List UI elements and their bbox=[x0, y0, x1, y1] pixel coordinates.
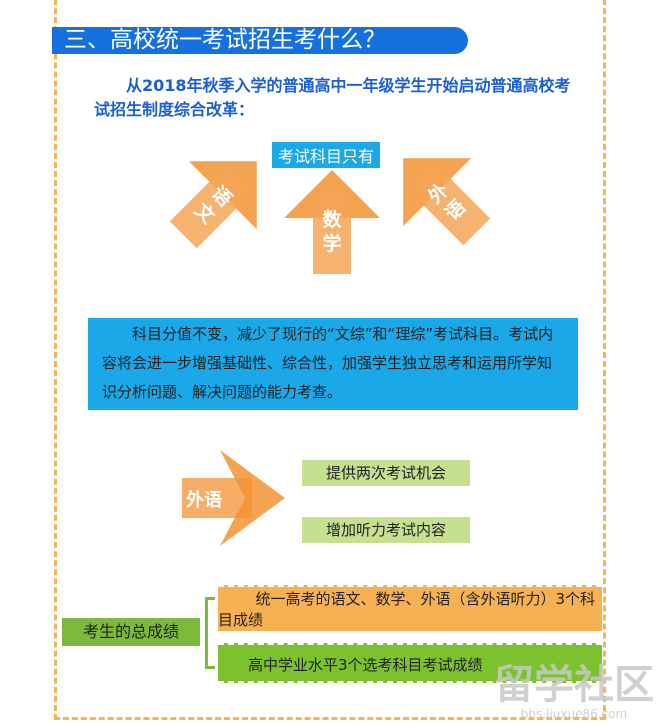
description-box: 科目分值不变，减少了现行的“文综”和“理综”考试科目。考试内容将会进一步增强基础… bbox=[88, 318, 578, 410]
watermark: 留学社区 bbs.liuxue86.com bbox=[494, 663, 654, 721]
arrow-chinese: 语文 bbox=[149, 127, 291, 269]
foreign-point: 提供两次考试机会 bbox=[302, 460, 470, 486]
foreign-point: 增加听力考试内容 bbox=[302, 517, 470, 543]
arrow-foreign: 外语 bbox=[369, 124, 511, 266]
foreign-arrow bbox=[182, 450, 285, 546]
total-part-exam-text: 统一高考的语文、数学、外语（含外语听力）3个科目成绩 bbox=[218, 590, 596, 629]
total-part-exam: 统一高考的语文、数学、外语（含外语听力）3个科目成绩 bbox=[218, 585, 602, 631]
subjects-label: 考试科目只有 bbox=[272, 142, 381, 168]
dashed-frame bbox=[54, 0, 606, 720]
watermark-url: bbs.liuxue86.com bbox=[520, 707, 628, 721]
arrow-math-label: 数学 bbox=[322, 208, 342, 255]
section-title: 三、高校统一考试招生考什么？ bbox=[52, 27, 468, 54]
total-part-elective: 高中学业水平3个选考科目考试成绩 bbox=[218, 643, 602, 683]
intro-text: 从2018年秋季入学的普通高中一年级学生开始启动普通高校考试招生制度综合改革： bbox=[94, 76, 571, 119]
watermark-name: 留学社区 bbox=[494, 662, 654, 708]
bracket bbox=[205, 597, 215, 669]
arrow-math: 数学 bbox=[284, 170, 380, 274]
foreign-label: 外语 bbox=[186, 490, 222, 511]
total-score-label: 考生的总成绩 bbox=[62, 618, 200, 646]
